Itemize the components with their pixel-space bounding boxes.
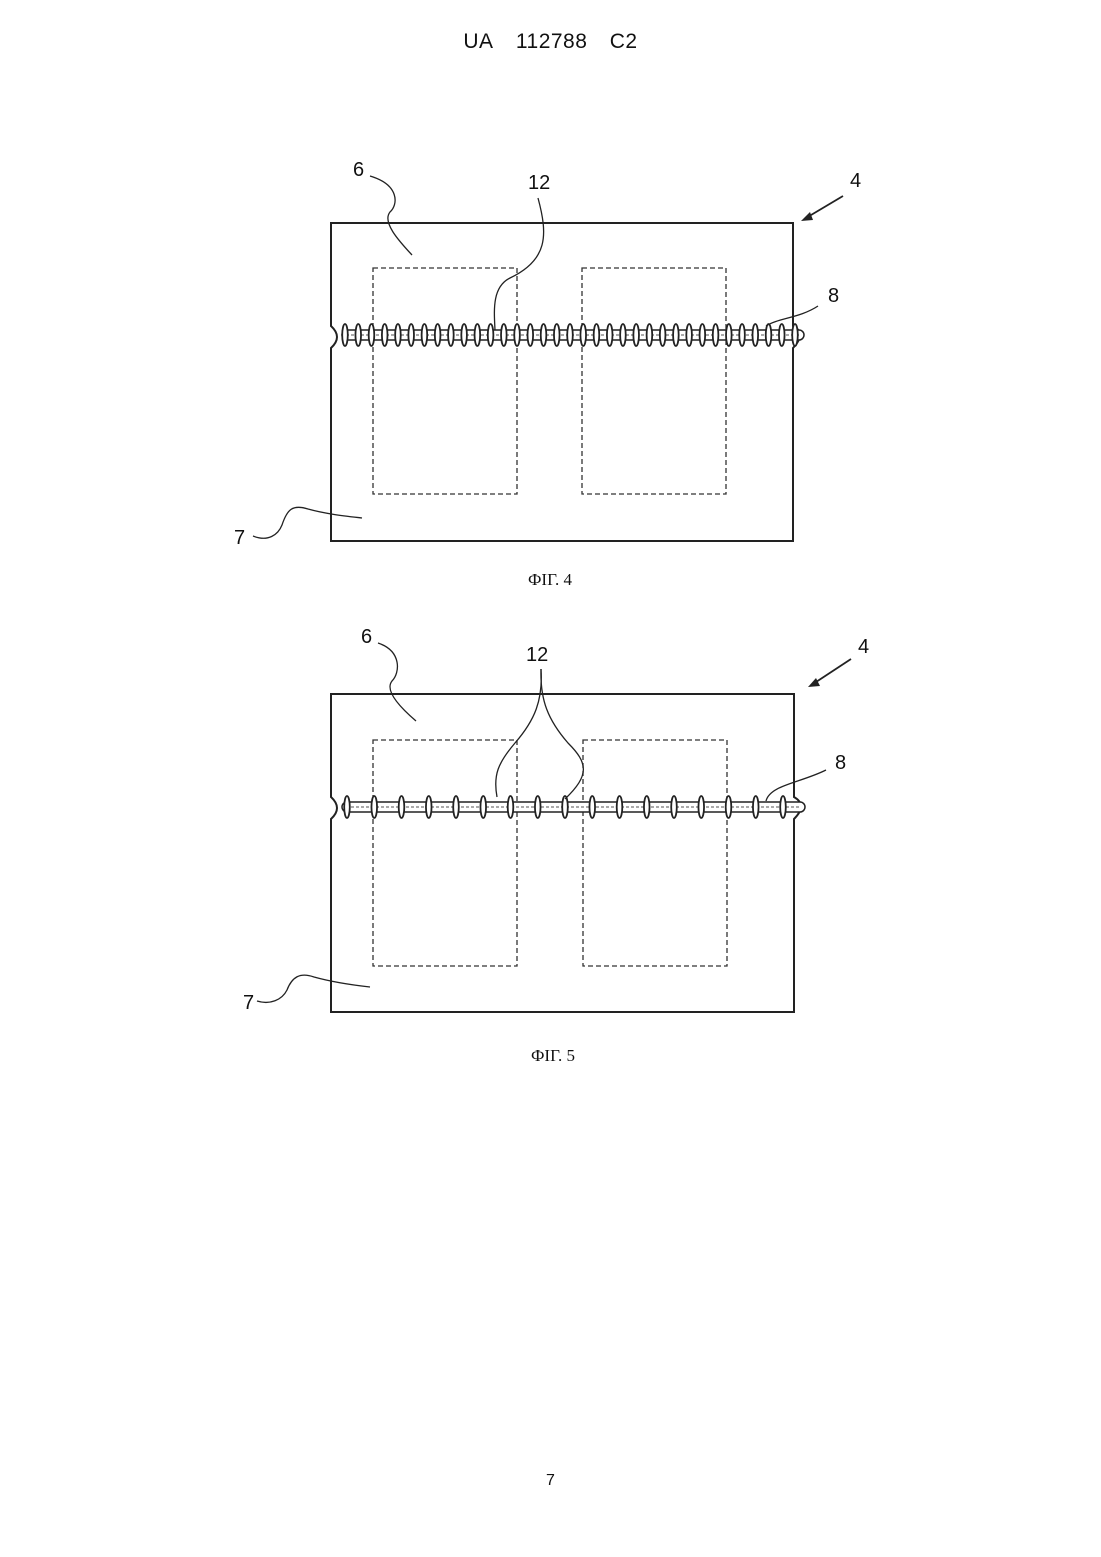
coil-loop (461, 324, 467, 346)
label-12: 12 (526, 645, 548, 665)
coil-loop (673, 324, 679, 346)
coil-loop (488, 324, 494, 346)
coil-loop (369, 324, 375, 346)
coil-loop (435, 324, 441, 346)
coil-loop (752, 324, 758, 346)
binding-coils (342, 324, 798, 346)
leader-7 (253, 507, 362, 538)
label-7: 7 (243, 993, 254, 1013)
coil-loop (408, 324, 414, 346)
label-7: 7 (234, 528, 245, 548)
coil-loop (501, 324, 507, 346)
coil-loop (342, 324, 348, 346)
coil-loop (567, 324, 573, 346)
coil-loop (371, 796, 377, 818)
caption-fig-4: ФІГ. 4 (450, 570, 650, 590)
coil-loop (382, 324, 388, 346)
coil-loop (554, 324, 560, 346)
label-4: 4 (850, 171, 861, 191)
arrowhead-4 (801, 212, 813, 221)
coil-loop (594, 324, 600, 346)
coil-loop (562, 796, 568, 818)
coil-loop (426, 796, 432, 818)
coil-loop (647, 324, 653, 346)
leader-12-a (496, 669, 542, 797)
window-right (583, 740, 727, 966)
arrow-4 (813, 659, 851, 684)
coil-loop (475, 324, 481, 346)
coil-loop (620, 324, 626, 346)
label-8: 8 (835, 753, 846, 773)
coil-loop (453, 796, 459, 818)
coil-loop (422, 324, 428, 346)
label-4: 4 (858, 637, 869, 657)
coil-loop (514, 324, 520, 346)
coil-loop (617, 796, 623, 818)
coil-loop (698, 796, 704, 818)
coil-loop (344, 796, 350, 818)
figure-4-drawing (0, 150, 1101, 620)
coil-loop (399, 796, 405, 818)
coil-loop (726, 796, 732, 818)
sheet-outline (331, 694, 801, 1012)
coil-loop (527, 324, 533, 346)
leader-6 (370, 176, 412, 255)
coil-loop (700, 324, 706, 346)
label-6: 6 (353, 160, 364, 180)
label-6: 6 (361, 627, 372, 647)
label-8: 8 (828, 286, 839, 306)
arrowhead-4 (808, 678, 820, 687)
coil-loop (713, 324, 719, 346)
page-number: 7 (0, 1472, 1101, 1490)
coil-loop (607, 324, 613, 346)
coil-loop (726, 324, 732, 346)
coil-loop (395, 324, 401, 346)
coil-loop (780, 796, 786, 818)
coil-loop (355, 324, 361, 346)
sheet-outline (331, 223, 800, 541)
arrow-4 (806, 196, 843, 218)
patent-number: 112788 (516, 30, 588, 53)
coil-loop (541, 324, 547, 346)
coil-loop (660, 324, 666, 346)
coil-loop (448, 324, 454, 346)
coil-loop (753, 796, 759, 818)
leader-6 (378, 643, 416, 721)
coil-loop (580, 324, 586, 346)
patent-country: UA (463, 30, 493, 53)
coil-loop (739, 324, 745, 346)
coil-loop (779, 324, 785, 346)
window-left (373, 740, 517, 966)
coil-loop (766, 324, 772, 346)
coil-loop (686, 324, 692, 346)
leader-7 (257, 975, 370, 1002)
coil-loop (633, 324, 639, 346)
leader-12 (494, 198, 543, 330)
coil-loop (644, 796, 650, 818)
figure-5-drawing (0, 625, 1101, 1075)
figure-4: 6 12 4 8 7 ФІГ. 4 (0, 150, 1101, 620)
leader-8 (766, 770, 826, 801)
label-12: 12 (528, 173, 550, 193)
coil-loop (508, 796, 514, 818)
coil-loop (535, 796, 541, 818)
coil-loop (589, 796, 595, 818)
patent-header: UA 112788 C2 (0, 30, 1101, 54)
coil-loop (671, 796, 677, 818)
caption-fig-5: ФІГ. 5 (453, 1046, 653, 1066)
coil-loop (480, 796, 486, 818)
window-right (582, 268, 726, 494)
patent-kind: C2 (610, 30, 638, 53)
figure-5: 6 12 4 8 7 ФІГ. 5 (0, 625, 1101, 1075)
coil-loop (792, 324, 798, 346)
leader-12-b (541, 669, 583, 799)
